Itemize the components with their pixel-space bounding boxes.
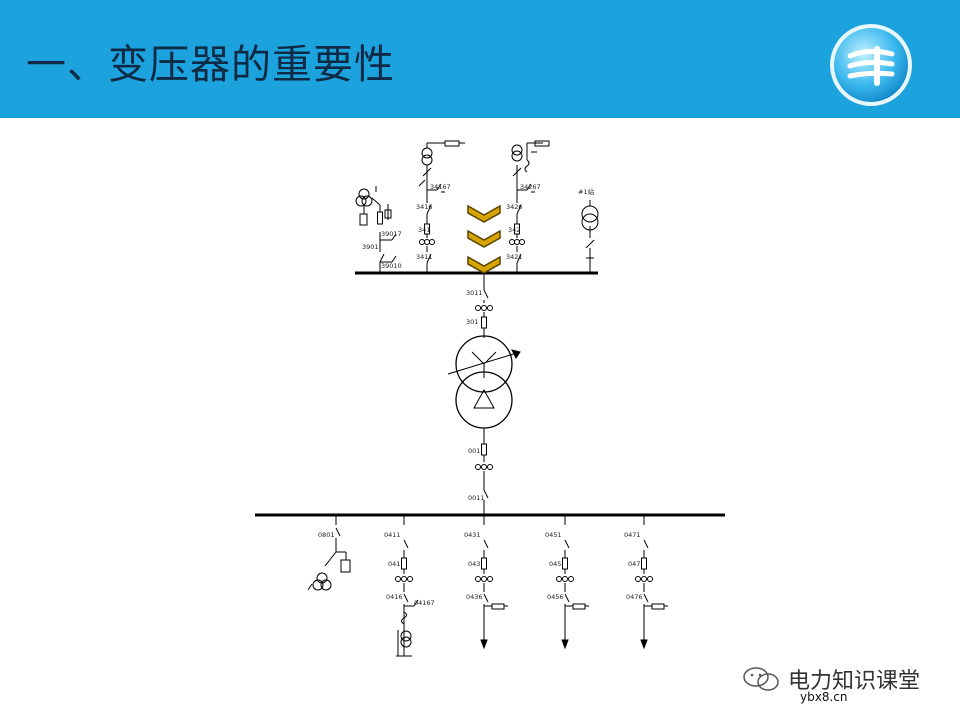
label-0436: 0436	[466, 593, 483, 601]
flow-chevrons	[467, 204, 501, 274]
feeder-045	[556, 515, 589, 650]
label-0476: 0476	[626, 593, 643, 601]
label-047: 047	[628, 560, 640, 568]
label-0456: 0456	[547, 593, 564, 601]
main-transformer-icon	[447, 335, 521, 429]
feeder-043	[475, 515, 508, 650]
label-0416: 0416	[386, 593, 403, 601]
label-39017: 39017	[381, 230, 402, 238]
label-0801: 0801	[318, 531, 335, 539]
label-station-transformer: #1站	[578, 187, 595, 196]
label-0011: 0011	[468, 494, 485, 502]
label-301: 301	[466, 318, 478, 326]
logo-icon	[830, 24, 912, 106]
label-39010: 39010	[381, 262, 402, 270]
label-041: 041	[388, 560, 400, 568]
feeder-047	[635, 515, 668, 650]
station-transformer-1	[581, 200, 599, 273]
label-34267: 34267	[520, 183, 541, 191]
label-34167: 34167	[430, 183, 451, 191]
label-3421: 3421	[506, 253, 523, 261]
label-0471: 0471	[624, 531, 641, 539]
main-transformer-lv	[475, 428, 493, 515]
label-3901: 3901	[362, 243, 379, 251]
label-04167: 04167	[414, 599, 435, 607]
label-342: 342	[508, 226, 520, 234]
label-0431: 0431	[464, 531, 481, 539]
label-0451: 0451	[545, 531, 562, 539]
watermark-site: ybx8.cn	[800, 690, 848, 704]
label-3411: 3411	[416, 253, 433, 261]
label-0411: 0411	[384, 531, 401, 539]
wechat-icon	[743, 667, 779, 691]
feeder-341	[418, 140, 465, 273]
header-bar	[0, 0, 960, 118]
label-045: 045	[549, 560, 561, 568]
label-3011: 3011	[466, 289, 483, 297]
feeder-342	[509, 140, 550, 273]
label-3416: 3416	[416, 203, 433, 211]
page-title: 一、变压器的重要性	[26, 42, 395, 88]
watermark-brand: 电力知识课堂	[788, 669, 921, 694]
chevron-down-icon	[467, 204, 501, 223]
chevron-down-icon	[467, 255, 501, 274]
pt-bay-3901	[355, 186, 397, 273]
feeder-041	[395, 515, 419, 657]
main-transformer-bay	[475, 273, 493, 338]
label-341: 341	[418, 226, 430, 234]
chevron-down-icon	[467, 229, 501, 248]
label-001: 001	[468, 447, 480, 455]
pt-bay-0801	[307, 515, 351, 591]
label-3426: 3426	[506, 203, 523, 211]
single-line-diagram: 34167 3416 341 3411 34267 3426 342 3421 …	[255, 140, 725, 657]
label-043: 043	[468, 560, 480, 568]
